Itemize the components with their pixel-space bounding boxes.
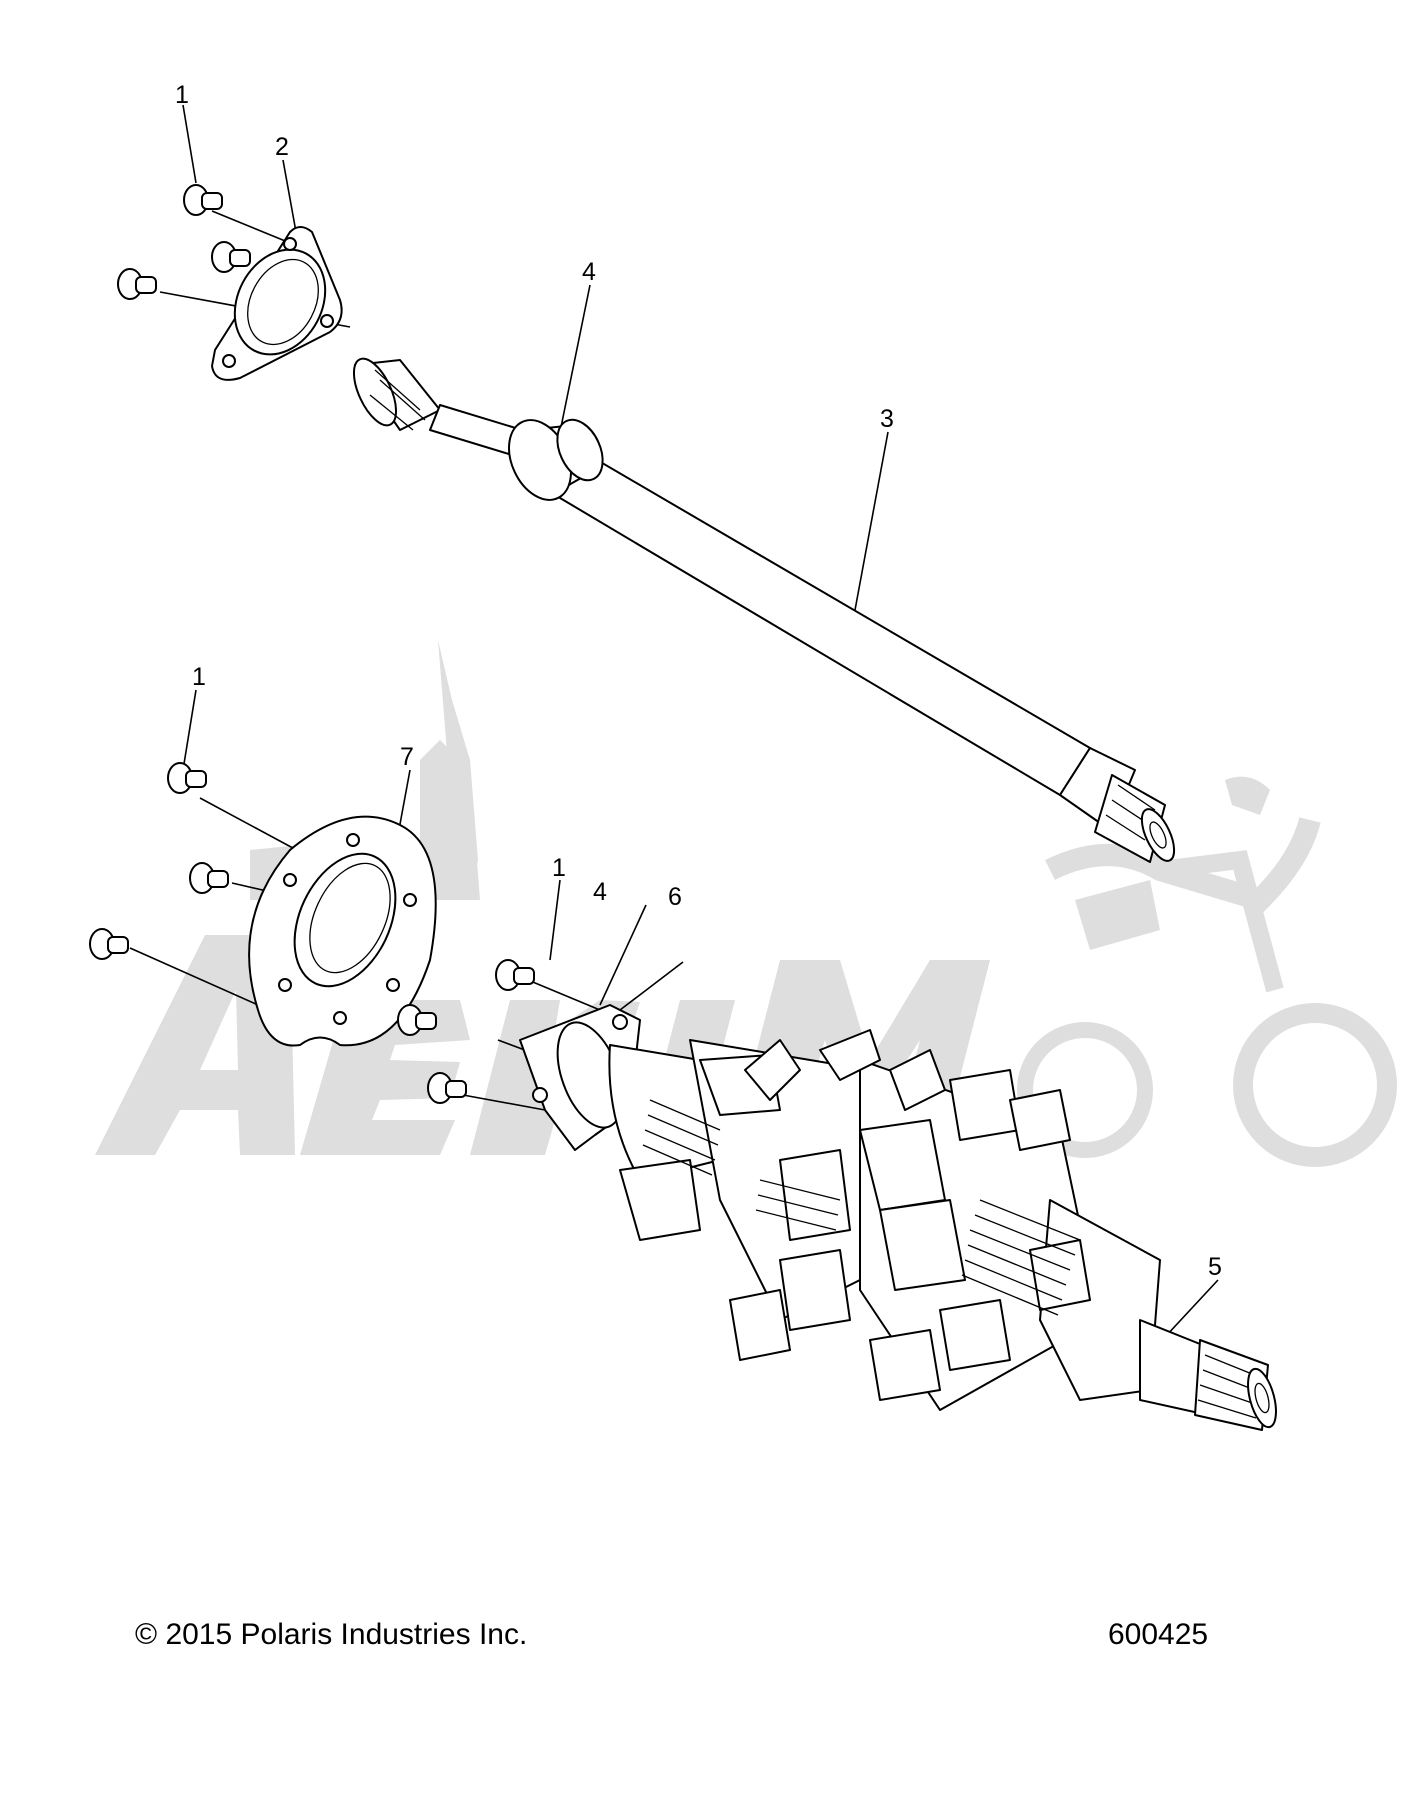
bolt-icon: [211, 241, 251, 273]
bolt-icon: [183, 184, 223, 216]
bolt-icon: [397, 1004, 437, 1036]
callout-3: 3: [880, 405, 894, 433]
callout-7: 7: [400, 743, 414, 771]
gear-shaft-assembly-icon: [608, 1029, 1277, 1431]
copyright-notice: © 2015 Polaris Industries Inc.: [135, 1618, 528, 1651]
bolt-icon: [89, 928, 129, 960]
callout-2: 2: [275, 133, 289, 161]
bearing-flange-icon: [519, 1004, 641, 1151]
bolt-icon: [495, 959, 535, 991]
middle-flange-group: [89, 689, 437, 1047]
callout-1-lower: 1: [552, 854, 566, 882]
callout-4-top: 4: [582, 258, 596, 286]
bolt-icon: [189, 862, 229, 894]
callout-4-lower: 4: [593, 878, 607, 906]
bolt-icon: [117, 268, 157, 300]
bearing-flange-plate-icon: [211, 226, 343, 381]
bearing-ring-icon: [508, 418, 604, 501]
callout-labels: 1 2 4 3 1 7 1 4 6 5: [175, 81, 1222, 1281]
callout-5: 5: [1208, 1253, 1222, 1281]
callout-1-top: 1: [175, 81, 189, 109]
callout-1-mid: 1: [192, 663, 206, 691]
upper-shaft-group: [117, 104, 1176, 863]
bolt-icon: [427, 1072, 467, 1104]
circular-flange-plate-icon: [248, 815, 437, 1047]
bolt-icon: [167, 762, 207, 794]
output-shaft-icon: [352, 357, 1176, 863]
lower-gear-group: [397, 879, 1277, 1431]
watermark-logo: [95, 640, 1397, 1167]
callout-6: 6: [668, 883, 682, 911]
diagram-number: 600425: [1108, 1618, 1209, 1651]
